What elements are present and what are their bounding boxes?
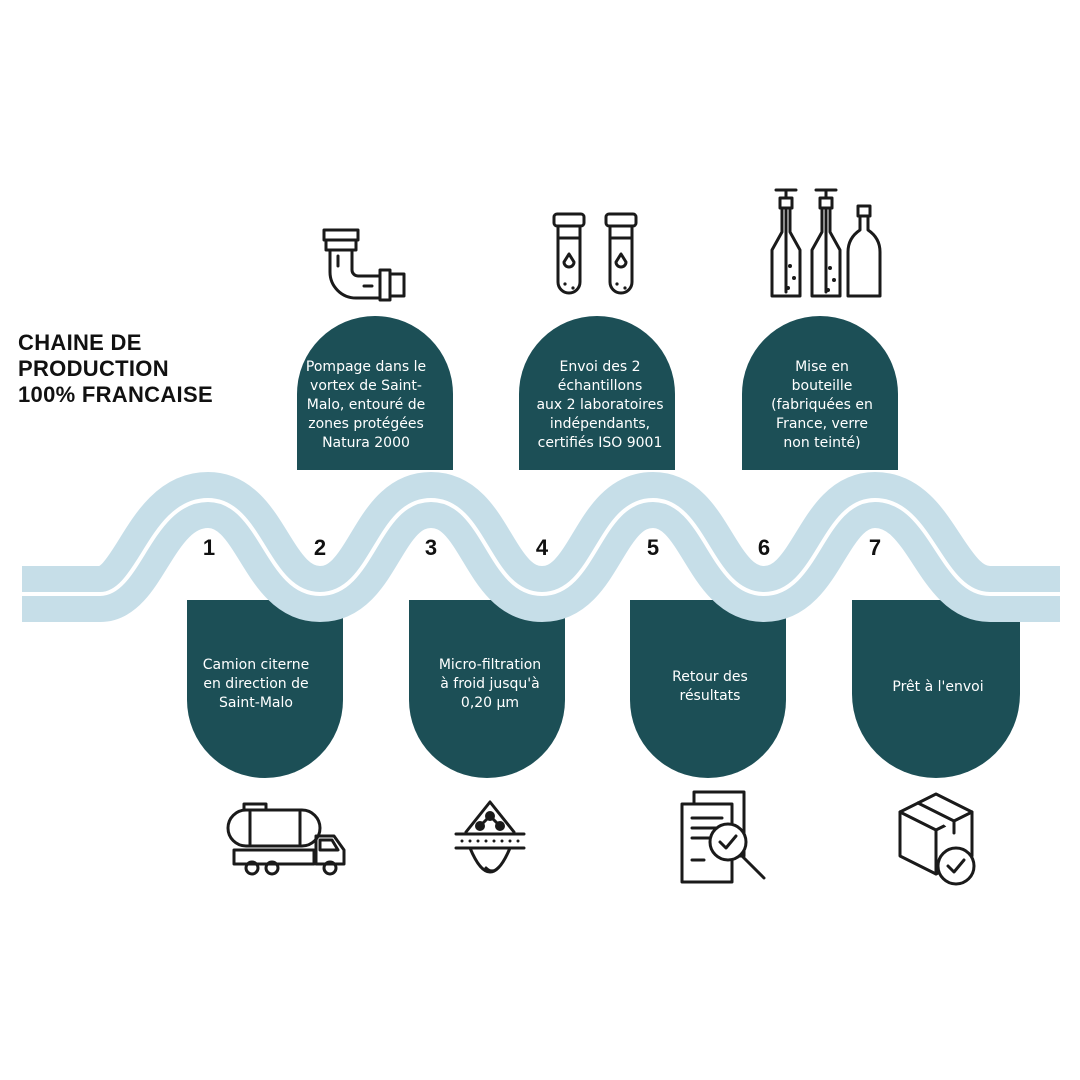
description-line: Pompage dans le [305, 359, 427, 375]
description-line: certifiés ISO 9001 [537, 435, 663, 451]
filtration-drop-icon [454, 800, 526, 874]
description-line: à froid jusqu'à [440, 676, 540, 692]
description-line: vortex de Saint- [310, 378, 422, 394]
description-line: Saint-Malo [219, 695, 293, 711]
box-check-icon [898, 792, 976, 886]
step-3-badge: 3 [414, 531, 448, 565]
description-line: bouteille [791, 378, 853, 394]
description-line: indépendants, [549, 416, 651, 432]
step-1-badge: 1 [192, 531, 226, 565]
description-line: Camion citerne [202, 657, 310, 673]
step-7-description: Prêt à l'envoi [858, 678, 1018, 697]
title-line: PRODUCTION [18, 356, 169, 381]
description-line: aux 2 laboratoires [536, 397, 664, 413]
step-2-badge: 2 [303, 531, 337, 565]
step-6-pill [742, 316, 898, 470]
title-line: 100% FRANCAISE [18, 382, 213, 407]
title-line: CHAINE DE [18, 330, 142, 355]
step-7-badge: 7 [858, 531, 892, 565]
description-line: Envoi des 2 [559, 359, 641, 375]
river-path [22, 472, 1060, 622]
description-line: (fabriquées en [771, 397, 873, 413]
description-line: 0,20 µm [460, 695, 520, 711]
description-line: non teinté) [783, 435, 861, 451]
description-line: Prêt à l'envoi [892, 679, 984, 695]
description-line: Natura 2000 [322, 435, 410, 451]
step-1-description: Camion citerne en direction de Saint-Mal… [176, 656, 336, 713]
bottles-icon [770, 188, 882, 298]
tanker-truck-icon [226, 802, 346, 876]
description-line: zones protégées [308, 416, 424, 432]
step-5-pill [630, 600, 786, 778]
step-2-description: Pompage dans le vortex de Saint- Malo, e… [286, 358, 446, 453]
step-pills [187, 316, 1020, 778]
description-line: Mise en [795, 359, 849, 375]
description-line: en direction de [203, 676, 309, 692]
step-4-description: Envoi des 2 échantillons aux 2 laboratoi… [520, 358, 680, 453]
description-line: Malo, entouré de [306, 397, 426, 413]
step-5-description: Retour des résultats [630, 668, 790, 706]
document-check-icon [680, 790, 766, 884]
pipe-icon [322, 228, 406, 302]
step-2-pill [297, 316, 453, 470]
step-6-badge: 6 [747, 531, 781, 565]
step-6-description: Mise en bouteille (fabriquées en France,… [742, 358, 902, 453]
diagram-title: CHAINE DE PRODUCTION 100% FRANCAISE [18, 330, 213, 408]
step-5-badge: 5 [636, 531, 670, 565]
test-tubes-icon [552, 212, 638, 295]
step-1-pill [187, 600, 343, 778]
step-3-description: Micro-filtration à froid jusqu'à 0,20 µm [410, 656, 570, 713]
description-line: Micro-filtration [438, 657, 542, 673]
step-4-badge: 4 [525, 531, 559, 565]
step-3-pill [409, 600, 565, 778]
description-line: Retour des [672, 669, 748, 685]
step-4-pill [519, 316, 675, 470]
step-7-pill [852, 600, 1020, 778]
description-line: échantillons [557, 378, 643, 394]
description-line: résultats [679, 688, 741, 704]
description-line: France, verre [776, 416, 868, 432]
